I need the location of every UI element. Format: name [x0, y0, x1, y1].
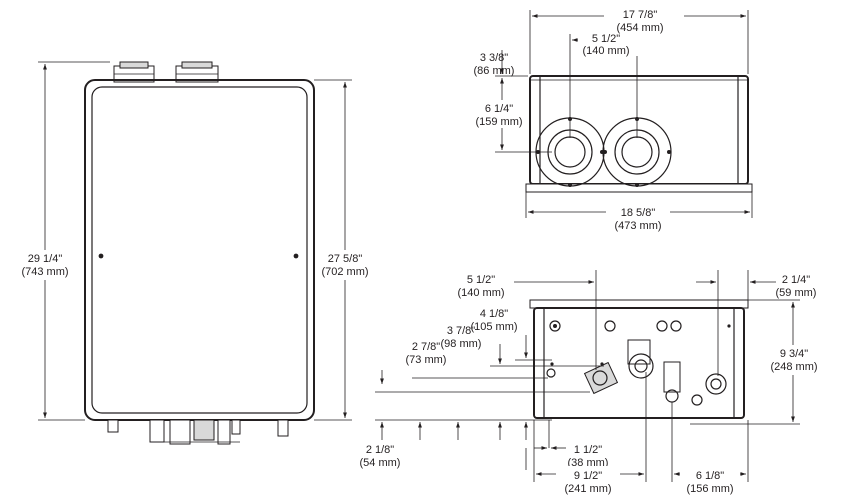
conn-c-metric: (105 mm): [470, 321, 517, 333]
conn-f-imperial: 2 1/8": [366, 444, 394, 456]
bottom-view: 5 1/2" (140 mm) 2 1/4" (59 mm) 4 1/8" (1…: [360, 270, 825, 496]
top-view: 17 7/8" (454 mm) 5 1/2" (140 mm) 3 3/8" …: [470, 6, 753, 233]
vent-collars: [113, 61, 219, 83]
conn-a-imperial: 5 1/2": [467, 274, 495, 286]
vent-depth-metric: (159 mm): [475, 116, 522, 128]
front-view: 29 1/4" (743 mm) 27 5/8" (702 mm): [18, 61, 376, 445]
depth-metric: (248 mm): [770, 361, 817, 373]
conn-a-metric: (140 mm): [457, 287, 504, 299]
conn-b-imperial: 2 1/4": [782, 274, 810, 286]
front-height-body-imperial: 27 5/8": [328, 253, 363, 265]
conn-h-imperial: 9 1/2": [574, 470, 602, 482]
conn-e-imperial: 2 7/8": [412, 341, 440, 353]
fittings: [546, 320, 731, 406]
conn-i-metric: (156 mm): [686, 483, 733, 495]
bottom-width-imperial: 18 5/8": [621, 207, 656, 219]
conn-e-metric: (73 mm): [406, 354, 447, 366]
bottom-fittings: [107, 419, 289, 445]
front-height-body-metric: (702 mm): [321, 266, 368, 278]
vent-spacing-imperial: 5 1/2": [592, 33, 620, 45]
heater-body: [84, 79, 315, 421]
conn-h-metric: (241 mm): [564, 483, 611, 495]
bottom-width-metric: (473 mm): [614, 220, 661, 232]
conn-d-imperial: 3 7/8": [447, 325, 475, 337]
conn-b-metric: (59 mm): [776, 287, 817, 299]
conn-c-imperial: 4 1/8": [480, 308, 508, 320]
conn-d-metric: (98 mm): [441, 338, 482, 350]
conn-f-metric: (54 mm): [360, 457, 401, 469]
vent-offset-metric: (86 mm): [474, 65, 515, 77]
vent-spacing-metric: (140 mm): [582, 45, 629, 57]
vent-offset-imperial: 3 3/8": [480, 52, 508, 64]
conn-i-imperial: 6 1/8": [696, 470, 724, 482]
front-height-total-metric: (743 mm): [21, 266, 68, 278]
front-height-total-imperial: 29 1/4": [28, 253, 63, 265]
top-width-metric: (454 mm): [616, 22, 663, 34]
conn-g-imperial: 1 1/2": [574, 444, 602, 456]
depth-imperial: 9 3/4": [780, 348, 808, 360]
vent-depth-imperial: 6 1/4": [485, 103, 513, 115]
top-width-imperial: 17 7/8": [623, 9, 658, 21]
